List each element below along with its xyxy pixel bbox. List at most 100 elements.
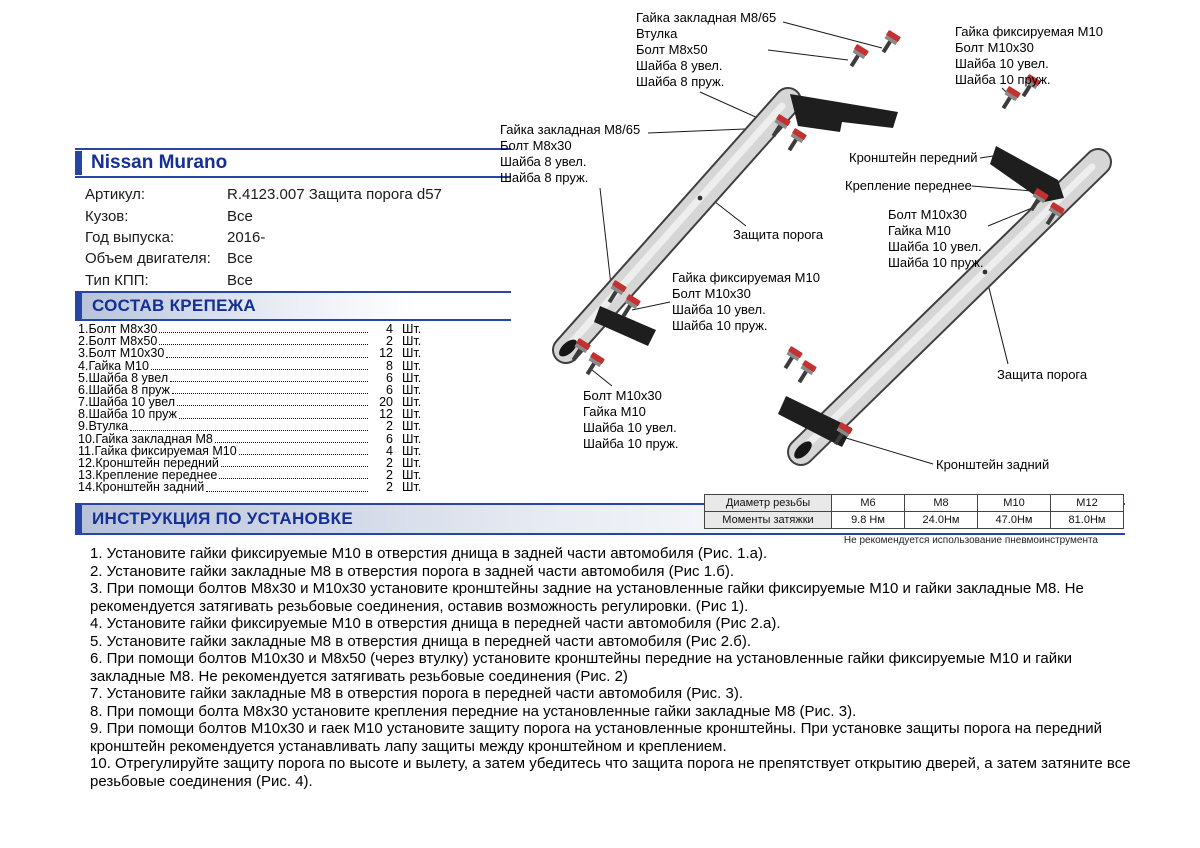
parts-heading: СОСТАВ КРЕПЕЖА xyxy=(92,296,256,315)
dot-leader xyxy=(166,356,368,358)
info-label: Артикул: xyxy=(85,186,146,204)
info-value: R.4123.007 Защита порога d57 xyxy=(227,186,442,204)
part-name: Болт М8х30 xyxy=(88,321,158,336)
instruction-step: 4. Установите гайки фиксируемые М10 в от… xyxy=(90,615,781,632)
product-info-row: Тип КПП:Все xyxy=(85,270,515,291)
part-number: 6. xyxy=(78,382,89,397)
label-bushing-bolt-m8x50: Гайка закладная М8/65 Втулка Болт М8х50 … xyxy=(636,10,777,89)
part-name: Шайба 10 пруж xyxy=(88,407,177,422)
part-unit: Шт. xyxy=(402,358,422,373)
label-sill-guard-right: Защита порога xyxy=(997,367,1088,382)
torque-cell: М10 xyxy=(977,494,1051,512)
label-front-mount: Крепление переднее xyxy=(845,178,972,193)
torque-cell: Диаметр резьбы xyxy=(704,494,832,512)
part-qty: 6 xyxy=(386,431,393,446)
dot-leader xyxy=(171,393,368,395)
part-qty: 2 xyxy=(386,468,393,483)
part-qty: 4 xyxy=(386,443,393,458)
part-unit: Шт. xyxy=(402,334,422,349)
instruction-step: 9. При помощи болтов М10х30 и гаек М10 у… xyxy=(90,720,1102,755)
torque-row: Диаметр резьбы М6 М8 М10 М12 xyxy=(704,494,1124,512)
instruction-step: 7. Установите гайки закладные М8 в отвер… xyxy=(90,685,743,702)
instruction-step: 1. Установите гайки фиксируемые М10 в от… xyxy=(90,545,768,562)
front-bracket-left-shape xyxy=(790,94,898,132)
dot-leader xyxy=(178,417,368,419)
label-bolt-m8x30-group: Гайка закладная М8/65 Болт М8х30 Шайба 8… xyxy=(500,122,641,185)
instruction-step: 2. Установите гайки закладные М8 в отвер… xyxy=(90,562,734,580)
part-qty: 2 xyxy=(386,419,393,434)
part-unit: Шт. xyxy=(402,321,422,336)
label-rear-bracket: Кронштейн задний xyxy=(936,457,1050,472)
part-qty: 8 xyxy=(386,358,393,373)
instructions-list: 1. Установите гайки фиксируемые М10 в от… xyxy=(90,545,1148,790)
part-number: 11. xyxy=(78,443,95,458)
part-name: Гайка фиксируемая М10 xyxy=(94,443,237,458)
info-label: Год выпуска: xyxy=(85,228,175,246)
part-qty: 12 xyxy=(379,346,393,361)
part-name: Шайба 8 пруж xyxy=(88,382,170,397)
part-name: Гайка закладная М8 xyxy=(95,431,213,446)
part-unit: Шт. xyxy=(402,456,422,471)
torque-table: Диаметр резьбы М6 М8 М10 М12 Моменты зат… xyxy=(704,494,1124,529)
part-unit: Шт. xyxy=(402,431,422,446)
torque-cell: 9.8 Нм xyxy=(831,511,905,529)
page-title: Nissan Murano xyxy=(91,152,228,173)
dot-leader xyxy=(214,441,368,443)
info-label: Тип КПП: xyxy=(85,271,149,289)
torque-cell: М12 xyxy=(1050,494,1124,512)
divider-bottom xyxy=(75,176,511,178)
dot-leader xyxy=(150,368,368,370)
part-unit: Шт. xyxy=(402,443,422,458)
part-unit: Шт. xyxy=(402,468,422,483)
dot-leader xyxy=(159,344,368,346)
torque-cell: 81.0Нм xyxy=(1050,511,1124,529)
front-bracket-right-shape xyxy=(990,146,1064,202)
part-row: 10.Гайка закладная М8 6 Шт. xyxy=(78,431,432,446)
part-number: 10. xyxy=(78,431,96,446)
part-row: 11.Гайка фиксируемая М10 4 Шт. xyxy=(78,443,432,458)
product-info-row: Кузов:Все xyxy=(85,205,515,226)
part-unit: Шт. xyxy=(402,419,422,434)
part-qty: 4 xyxy=(386,321,393,336)
part-row: 3.Болт М10х30 12 Шт. xyxy=(78,346,432,361)
torque-cell: М6 xyxy=(831,494,905,512)
part-unit: Шт. xyxy=(402,407,422,422)
dot-leader xyxy=(219,478,368,480)
part-number: 8. xyxy=(78,407,89,422)
label-sill-guard-left: Защита порога xyxy=(733,227,824,242)
torque-cell: М8 xyxy=(904,494,978,512)
part-name: Болт М8х50 xyxy=(88,334,158,349)
part-number: 5. xyxy=(78,370,89,385)
divider-top xyxy=(75,148,511,150)
part-number: 13. xyxy=(78,468,96,483)
part-number: 4. xyxy=(78,358,89,373)
torque-row: Моменты затяжки 9.8 Нм 24.0Нм 47.0Нм 81.… xyxy=(704,511,1124,529)
torque-cell: 47.0Нм xyxy=(977,511,1051,529)
part-qty: 12 xyxy=(379,407,393,422)
part-number: 9. xyxy=(78,419,89,434)
dot-leader xyxy=(220,466,368,468)
part-number: 3. xyxy=(78,346,89,361)
accent-bar xyxy=(75,505,82,533)
label-fixing-nut-m10-left: Гайка фиксируемая М10 Болт М10х30 Шайба … xyxy=(672,270,820,333)
instruction-step: 5. Установите гайки закладные М8 в отвер… xyxy=(90,632,752,650)
brand-band: Nissan Murano xyxy=(75,151,511,175)
part-qty: 6 xyxy=(386,382,393,397)
assembly-diagram xyxy=(552,21,1112,466)
product-info-row: Артикул: R.4123.007 Защита порога d57 xyxy=(85,184,515,205)
part-name: Шайба 8 увел xyxy=(88,370,169,385)
instructions-heading: ИНСТРУКЦИЯ ПО УСТАНОВКЕ xyxy=(92,509,353,528)
instruction-step: 10. Отрегулируйте защиту порога по высот… xyxy=(90,755,1131,790)
part-unit: Шт. xyxy=(402,346,422,361)
part-name: Болт М10х30 xyxy=(88,346,165,361)
accent-bar xyxy=(75,151,82,175)
part-unit: Шт. xyxy=(402,395,422,410)
part-name: Кронштейн передний xyxy=(95,456,219,471)
torque-cell: 24.0Нм xyxy=(904,511,978,529)
dot-leader xyxy=(177,405,368,407)
